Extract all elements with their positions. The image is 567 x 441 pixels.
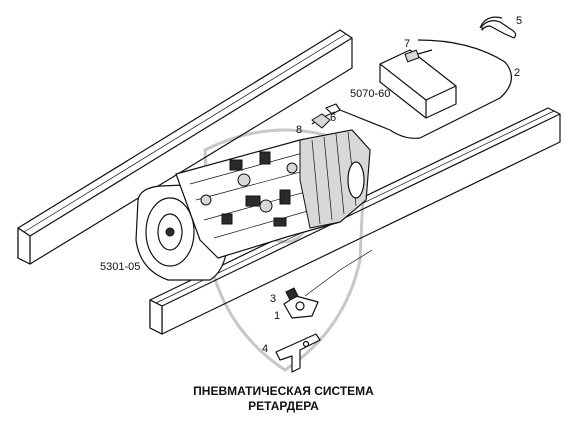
callout-4: 4: [262, 343, 269, 355]
callout-1: 1: [274, 310, 281, 322]
callout-3: 3: [270, 293, 277, 305]
upper-frame-rail: [17, 29, 353, 265]
fitting-part-7: [404, 49, 433, 63]
diagram-caption: ПНЕВМАТИЧЕСКАЯ СИСТЕМА РЕТАРДЕРА: [0, 384, 567, 414]
callout-2: 2: [514, 67, 521, 79]
retarder-unit-reference-label: 5070-60: [350, 88, 391, 100]
callout-6: 6: [330, 112, 337, 124]
callout-5: 5: [516, 15, 523, 27]
retarder-valve-block: [379, 49, 457, 119]
fittings-part-6-8: [311, 103, 341, 129]
callout-8: 8: [296, 124, 303, 136]
gearbox-reference-label: 5301-05: [100, 261, 141, 273]
gearbox-assembly: [135, 129, 371, 281]
hose-clamp-part-5: [479, 16, 517, 39]
bracket-part-4: [275, 333, 321, 373]
bracket-part-1-3: [283, 287, 319, 319]
caption-line-2: РЕТАРДЕРА: [248, 399, 319, 413]
caption-line-1: ПНЕВМАТИЧЕСКАЯ СИСТЕМА: [193, 384, 374, 398]
callout-7: 7: [404, 38, 411, 50]
